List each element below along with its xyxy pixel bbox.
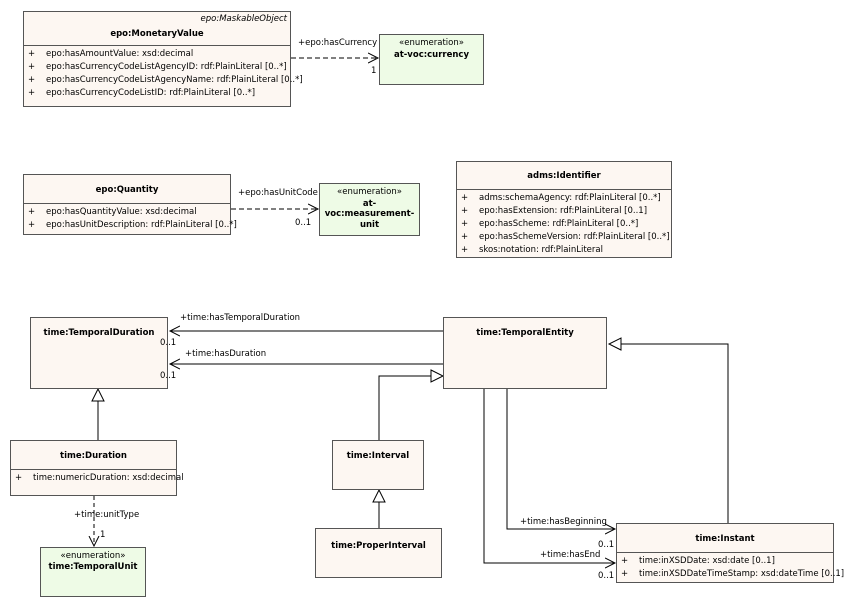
attribute-row: +epo:hasScheme: rdf:PlainLiteral [0..*] [461, 219, 639, 229]
attribute-list: +epo:hasAmountValue: xsd:decimal +epo:ha… [24, 46, 303, 100]
class-identifier[interactable]: adms:Identifier +adms:schemaAgency: rdf:… [456, 161, 672, 258]
class-stereotype: «enumeration» [60, 551, 126, 561]
attribute-row: +time:inXSDDate: xsd:date [0..1] [621, 556, 775, 566]
class-stereotype: epo:MaskableObject [200, 14, 287, 24]
role-has-beginning: +time:hasBeginning [520, 517, 607, 527]
multiplicity-has-unit-code: 0..1 [295, 218, 312, 228]
role-has-duration: +time:hasDuration [185, 349, 267, 359]
class-name: adms:Identifier [527, 171, 601, 181]
class-duration[interactable]: time:Duration +time:numericDuration: xsd… [10, 440, 184, 496]
edge-has-end [483, 389, 615, 563]
attribute-row: +epo:hasUnitDescription: rdf:PlainLitera… [28, 220, 237, 230]
class-proper-interval[interactable]: time:ProperInterval [315, 528, 442, 578]
class-stereotype: «enumeration» [399, 38, 464, 48]
attribute-row: +epo:hasCurrencyCodeListAgencyID: rdf:Pl… [28, 62, 287, 72]
attribute-list: +time:numericDuration: xsd:decimal [11, 470, 184, 485]
multiplicity-unit-type: 1 [100, 530, 106, 540]
class-name: time:Instant [695, 534, 755, 544]
class-name: epo:MonetaryValue [110, 29, 204, 39]
multiplicity-has-duration: 0..1 [160, 371, 177, 381]
role-unit-type: +time:unitType [74, 510, 140, 520]
class-name: time:TemporalUnit [48, 562, 138, 572]
attribute-list: +adms:schemaAgency: rdf:PlainLiteral [0.… [457, 190, 671, 257]
class-temporal-entity[interactable]: time:TemporalEntity [443, 317, 607, 389]
role-has-currency: +epo:hasCurrency [298, 38, 378, 48]
class-temporal-duration[interactable]: time:TemporalDuration [30, 317, 168, 389]
edge-instant-generalization [607, 337, 729, 523]
attribute-row: +time:numericDuration: xsd:decimal [15, 473, 184, 483]
attribute-list: +time:inXSDDate: xsd:date [0..1] +time:i… [617, 553, 845, 581]
class-name: time:ProperInterval [331, 541, 426, 551]
multiplicity-has-beginning: 0..1 [598, 540, 615, 550]
class-quantity[interactable]: epo:Quantity +epo:hasQuantityValue: xsd:… [23, 174, 237, 235]
multiplicity-has-currency: 1 [371, 66, 377, 76]
attribute-row: +time:inXSDDateTimeStamp: xsd:dateTime [… [621, 569, 845, 579]
class-name: time:Interval [346, 451, 410, 461]
attribute-row: +epo:hasSchemeVersion: rdf:PlainLiteral … [461, 232, 670, 242]
attribute-row: +epo:hasExtension: rdf:PlainLiteral [0..… [461, 206, 648, 216]
edge-has-beginning [506, 389, 615, 529]
class-name: epo:Quantity [95, 185, 159, 195]
attribute-row: +epo:hasAmountValue: xsd:decimal [28, 49, 194, 59]
class-temporal-unit-enumeration[interactable]: «enumeration» time:TemporalUnit [40, 547, 146, 597]
class-name: at-voc:currency [393, 50, 469, 60]
role-has-unit-code: +epo:hasUnitCode [238, 188, 318, 198]
class-stereotype: «enumeration» [337, 187, 402, 197]
class-currency-enumeration[interactable]: «enumeration» at-voc:currency [379, 34, 484, 85]
multiplicity-has-end: 0..1 [598, 571, 615, 581]
role-has-end: +time:hasEnd [540, 550, 601, 560]
attribute-list: +epo:hasQuantityValue: xsd:decimal +epo:… [24, 204, 237, 232]
class-interval[interactable]: time:Interval [332, 440, 424, 490]
class-measurement-unit-enumeration[interactable]: «enumeration» at-voc:measurement- unit [319, 183, 420, 236]
class-name: time:TemporalEntity [476, 328, 574, 338]
edge-interval-generalization [378, 369, 445, 440]
attribute-row: +skos:notation: rdf:PlainLiteral [461, 245, 603, 255]
class-name: time:Duration [60, 451, 127, 461]
attribute-row: +epo:hasCurrencyCodeListAgencyName: rdf:… [28, 75, 303, 85]
class-name: time:TemporalDuration [43, 328, 155, 338]
attribute-row: +adms:schemaAgency: rdf:PlainLiteral [0.… [461, 193, 661, 203]
role-has-temporal-duration: +time:hasTemporalDuration [180, 313, 301, 323]
class-instant[interactable]: time:Instant +time:inXSDDate: xsd:date [… [616, 523, 845, 583]
attribute-row: +epo:hasQuantityValue: xsd:decimal [28, 207, 197, 217]
multiplicity-has-temporal-duration: 0..1 [160, 338, 177, 348]
class-monetary-value[interactable]: epo:MaskableObject epo:MonetaryValue +ep… [23, 11, 303, 107]
class-name-line-2: unit [359, 220, 380, 230]
class-name-line-1: at-voc:measurement- [324, 199, 415, 219]
attribute-row: +epo:hasCurrencyCodeListID: rdf:PlainLit… [28, 88, 256, 98]
